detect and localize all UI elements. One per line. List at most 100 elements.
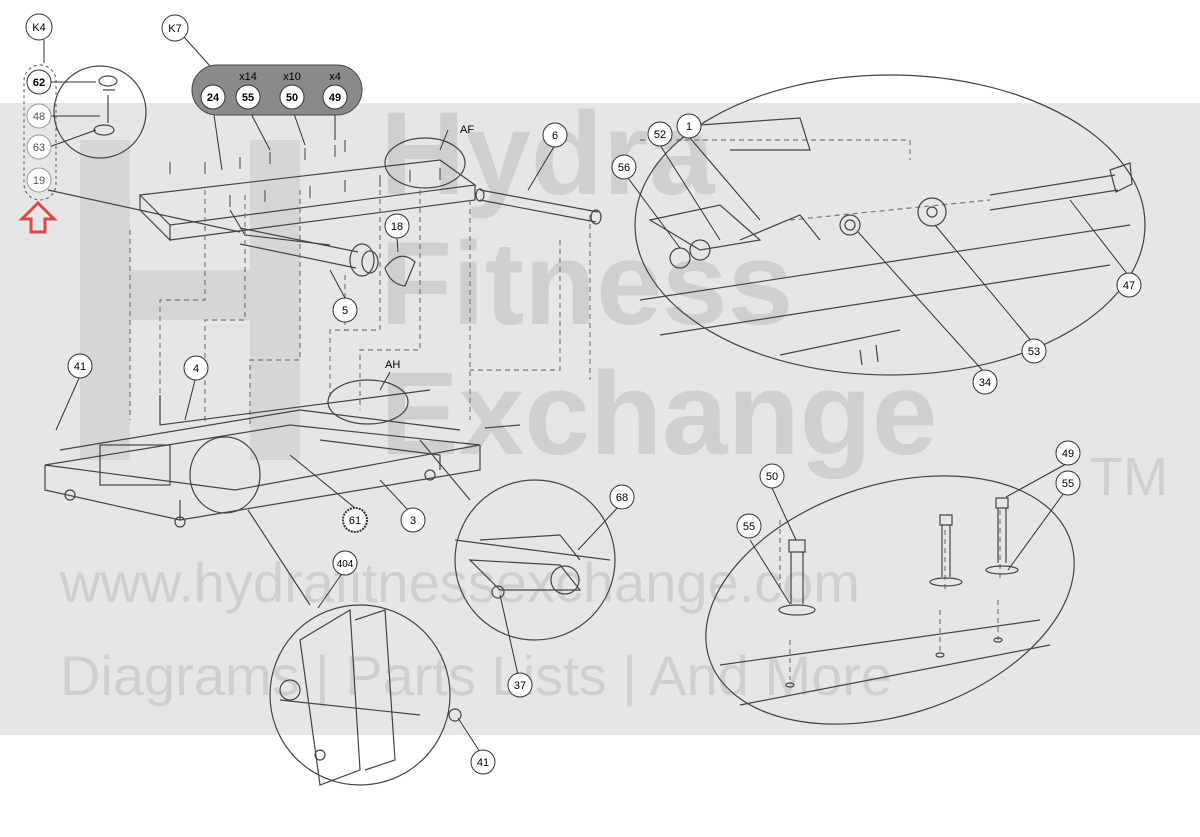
- k7-label: K7: [161, 14, 189, 42]
- svg-text:x10: x10: [283, 71, 301, 83]
- motor-zoom-ellipse: [189, 436, 261, 514]
- svg-text:53: 53: [1028, 346, 1040, 358]
- callout-55-left: 55: [736, 513, 762, 539]
- mid-circle-drawing: [454, 534, 611, 599]
- k7-part-50: x10 50: [279, 71, 305, 110]
- svg-text:55: 55: [1062, 478, 1074, 490]
- svg-text:55: 55: [242, 92, 254, 104]
- watermark-line2: Fitness: [380, 218, 794, 350]
- k7-kit-pill: [191, 64, 363, 116]
- k4-part-19: 19: [26, 167, 52, 193]
- svg-text:K7: K7: [168, 23, 181, 35]
- callout-18: 18: [384, 213, 410, 239]
- svg-text:18: 18: [391, 221, 403, 233]
- detail-bottom-circle: [269, 604, 451, 786]
- callout-50: 50: [759, 463, 785, 489]
- callout-5: 5: [332, 297, 358, 323]
- svg-text:3: 3: [410, 515, 416, 527]
- svg-text:50: 50: [766, 471, 778, 483]
- k4-part-48: 48: [26, 103, 52, 129]
- svg-text:41: 41: [477, 757, 489, 769]
- detail-ah-ellipse: [327, 379, 409, 425]
- callout-49: 49: [1055, 440, 1081, 466]
- watermark-logo: [80, 140, 300, 460]
- callout-56: 56: [611, 154, 637, 180]
- deck-drawing: [138, 159, 477, 246]
- assembly-guide-lines: [129, 139, 1001, 680]
- callout-6: 6: [542, 122, 568, 148]
- callout-37: 37: [507, 672, 533, 698]
- detail-af-label: AF: [460, 124, 474, 136]
- svg-text:404: 404: [337, 559, 354, 570]
- svg-text:63: 63: [33, 142, 45, 154]
- svg-text:50: 50: [286, 92, 298, 104]
- svg-text:56: 56: [618, 162, 630, 174]
- k4-label: K4: [25, 13, 53, 41]
- callout-53: 53: [1021, 338, 1047, 364]
- svg-text:5: 5: [342, 305, 348, 317]
- callout-61: 61: [342, 507, 368, 533]
- callout-41-bottom: 41: [470, 749, 496, 775]
- svg-text:62: 62: [33, 77, 45, 89]
- k4-part-63: 63: [26, 134, 52, 160]
- k7-part-55: x14 55: [235, 71, 261, 110]
- callout-404: 404: [332, 550, 358, 576]
- callout-1: 1: [676, 113, 702, 139]
- svg-text:24: 24: [207, 92, 220, 104]
- svg-text:52: 52: [654, 129, 666, 141]
- watermark-line3: Exchange: [380, 348, 938, 480]
- svg-text:68: 68: [616, 492, 628, 504]
- svg-text:6: 6: [552, 130, 558, 142]
- deck-screws: [169, 140, 441, 207]
- detail-top-right: [634, 74, 1146, 376]
- svg-text:48: 48: [33, 111, 45, 123]
- svg-text:47: 47: [1123, 280, 1135, 292]
- svg-text:19: 19: [33, 175, 45, 187]
- callout-leaders: [43, 40, 1129, 753]
- svg-text:4: 4: [193, 363, 199, 375]
- watermark-url: www.hydrafitnessexchange.com: [60, 551, 860, 614]
- watermark-line1: Hydra: [380, 88, 715, 220]
- rear-roller-drawing: [239, 227, 379, 277]
- callout-47: 47: [1116, 272, 1142, 298]
- callout-52: 52: [647, 121, 673, 147]
- watermark-tagline: Diagrams | Parts Lists | And More: [60, 644, 893, 707]
- k4-part-62: 62: [26, 69, 52, 95]
- callout-34: 34: [972, 369, 998, 395]
- svg-text:49: 49: [1062, 448, 1074, 460]
- svg-text:x4: x4: [329, 71, 341, 83]
- bottom-circle-drawing: [279, 608, 462, 786]
- detail-af-ellipse: [384, 137, 466, 189]
- top-right-detail-drawing: [639, 117, 1133, 366]
- belt-drawing: [384, 255, 416, 287]
- svg-text:34: 34: [979, 377, 991, 389]
- detail-bottom-right: [705, 475, 1075, 725]
- svg-text:55: 55: [743, 521, 755, 533]
- svg-text:x14: x14: [239, 71, 257, 83]
- callout-68: 68: [609, 484, 635, 510]
- svg-text:K4: K4: [32, 22, 45, 34]
- red-up-arrow-icon: [18, 200, 58, 234]
- front-roller-drawing: [475, 188, 602, 225]
- detail-mid-circle: [454, 479, 616, 641]
- svg-text:37: 37: [514, 680, 526, 692]
- k4-parts-drawing: [47, 75, 241, 233]
- callout-41-top: 41: [67, 353, 93, 379]
- callout-3: 3: [400, 507, 426, 533]
- svg-text:1: 1: [686, 121, 692, 133]
- svg-text:41: 41: [74, 361, 86, 373]
- callout-55-right: 55: [1055, 470, 1081, 496]
- bottom-right-detail-drawing: [719, 497, 1051, 706]
- k4-zoom-ellipse: [53, 65, 147, 159]
- k4-kit-outline: [23, 64, 57, 201]
- frame-drawing: [44, 389, 521, 528]
- svg-text:49: 49: [329, 92, 341, 104]
- svg-text:61: 61: [349, 515, 361, 527]
- detail-ah-label: AH: [385, 359, 400, 371]
- callout-4: 4: [183, 355, 209, 381]
- k7-part-24: 24: [200, 84, 226, 110]
- watermark-trademark: TM: [1090, 447, 1168, 507]
- k7-part-49: x4 49: [322, 71, 348, 110]
